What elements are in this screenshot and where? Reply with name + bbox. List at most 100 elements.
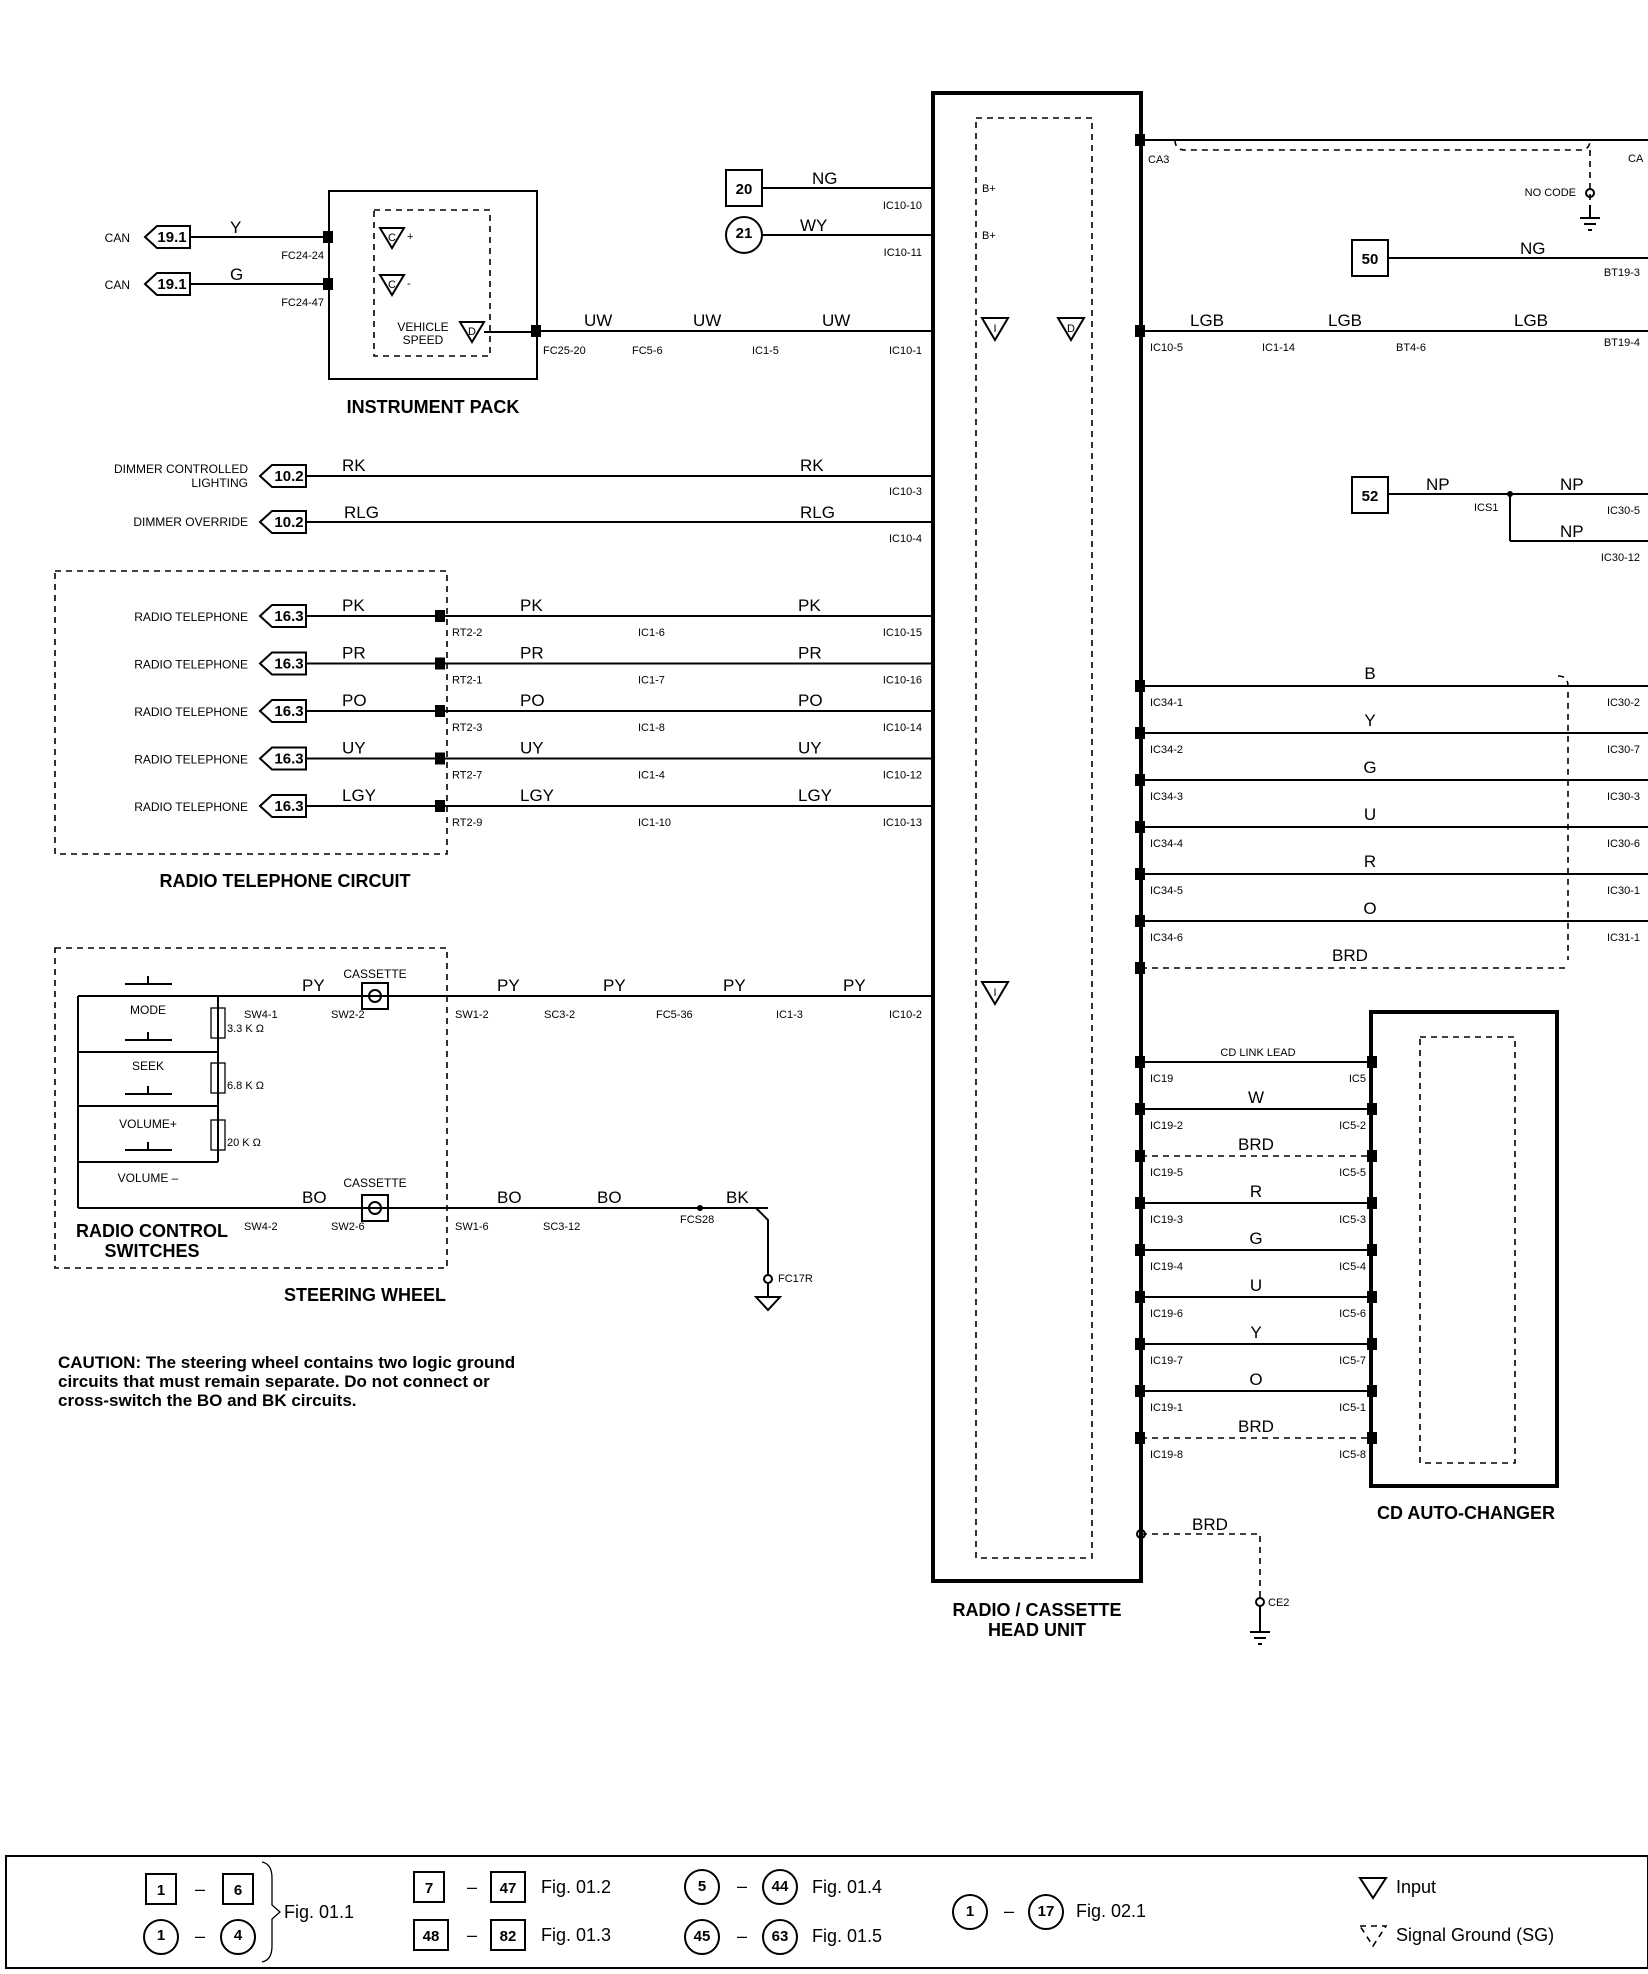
svg-text:1: 1 xyxy=(157,1882,165,1899)
pin-label: IC10-14 xyxy=(883,722,922,734)
wire-color: UY xyxy=(798,739,822,758)
pin-label: IC10-15 xyxy=(883,627,922,639)
svg-text:B+: B+ xyxy=(982,183,996,195)
svg-text:cross-switch the BO and BK cir: cross-switch the BO and BK circuits. xyxy=(58,1391,357,1410)
wire-color: PR xyxy=(520,644,544,663)
volume-plus-switch: VOLUME+ xyxy=(119,1086,177,1131)
pin-label: IC34-1 xyxy=(1150,697,1183,709)
svg-text:PY: PY xyxy=(723,976,746,995)
svg-text:SW2-2: SW2-2 xyxy=(331,1009,365,1021)
pin-label: RT2-7 xyxy=(452,770,482,782)
pin-label: IC5-3 xyxy=(1339,1214,1366,1226)
svg-text:NG: NG xyxy=(1520,239,1546,258)
pin-label: RT2-2 xyxy=(452,627,482,639)
svg-text:CASSETTE: CASSETTE xyxy=(343,1176,406,1190)
svg-text:FC24-47: FC24-47 xyxy=(281,297,324,309)
pin-label: IC5 xyxy=(1349,1073,1366,1085)
wire-color: R xyxy=(1250,1182,1262,1201)
svg-text:PY: PY xyxy=(302,976,325,995)
svg-text:G: G xyxy=(230,265,243,284)
pin-label: IC1-6 xyxy=(638,627,665,639)
wire-color: BRD xyxy=(1238,1135,1274,1154)
svg-text:FC25-20: FC25-20 xyxy=(543,345,586,357)
svg-text:10.2: 10.2 xyxy=(274,514,303,531)
wire-color: LGY xyxy=(520,786,554,805)
connector-pin xyxy=(1135,1338,1145,1350)
input-triangle-icon xyxy=(980,981,1010,1006)
svg-text:44: 44 xyxy=(772,1878,789,1895)
pin-label: RT2-9 xyxy=(452,817,482,829)
svg-text:BT4-6: BT4-6 xyxy=(1396,342,1426,354)
svg-text:BT19-3: BT19-3 xyxy=(1604,267,1640,279)
svg-text:6: 6 xyxy=(234,1882,242,1899)
signal-ground-icon xyxy=(1358,1925,1388,1948)
svg-text:RK: RK xyxy=(800,456,824,475)
connector-pin xyxy=(1135,1291,1145,1303)
svg-text:IC30-12: IC30-12 xyxy=(1601,552,1640,564)
svg-text:5: 5 xyxy=(698,1878,706,1895)
svg-text:CAN: CAN xyxy=(105,231,130,245)
svg-text:SC3-12: SC3-12 xyxy=(543,1221,580,1233)
connector-pin xyxy=(1135,727,1145,739)
pin-label: IC5-1 xyxy=(1339,1402,1366,1414)
svg-text:82: 82 xyxy=(500,1928,517,1945)
ref-flag-label: 16.3 xyxy=(274,798,303,815)
svg-text:17: 17 xyxy=(1038,1903,1055,1920)
svg-text:RK: RK xyxy=(342,456,366,475)
wire-color: UY xyxy=(520,739,544,758)
svg-text:VOLUME –: VOLUME – xyxy=(118,1171,179,1185)
svg-text:PY: PY xyxy=(497,976,520,995)
connector-pin xyxy=(1367,1150,1377,1162)
svg-text:circuits that must remain sepa: circuits that must remain separate. Do n… xyxy=(58,1372,490,1391)
svg-text:Fig. 01.4: Fig. 01.4 xyxy=(812,1877,882,1897)
pin-label: IC30-3 xyxy=(1607,791,1640,803)
wire-color: LGY xyxy=(798,786,832,805)
wire-color: G xyxy=(1249,1229,1262,1248)
svg-text:Input: Input xyxy=(1396,1877,1436,1897)
svg-text:RADIO CONTROL: RADIO CONTROL xyxy=(76,1221,228,1241)
radio-telephone-label: RADIO TELEPHONE xyxy=(134,800,248,814)
svg-text:SPEED: SPEED xyxy=(403,333,444,347)
svg-text:Signal Ground (SG): Signal Ground (SG) xyxy=(1396,1925,1554,1945)
mode-switch: MODE xyxy=(125,976,172,1017)
pin-label: IC19-8 xyxy=(1150,1449,1183,1461)
connector-pin xyxy=(435,610,445,622)
volume-minus-switch: VOLUME – xyxy=(118,1142,179,1185)
svg-text:–: – xyxy=(195,1926,205,1946)
wire-color: PR xyxy=(798,644,822,663)
pin-label: IC19-5 xyxy=(1150,1167,1183,1179)
svg-text:C: C xyxy=(388,279,396,291)
wire-color: R xyxy=(1364,852,1376,871)
svg-text:IC30-5: IC30-5 xyxy=(1607,505,1640,517)
svg-text:Fig. 01.5: Fig. 01.5 xyxy=(812,1926,882,1946)
svg-text:FC5-6: FC5-6 xyxy=(632,345,663,357)
connector-pin xyxy=(1135,1103,1145,1115)
pin-label: IC34-4 xyxy=(1150,838,1183,850)
connector-pin xyxy=(1135,1150,1145,1162)
cd-auto-changer: CD AUTO-CHANGER xyxy=(1369,1010,1559,1523)
svg-text:-: - xyxy=(407,278,411,290)
instrument-pack-title: INSTRUMENT PACK xyxy=(347,397,520,417)
svg-text:UW: UW xyxy=(584,311,612,330)
ref-flag-label: 16.3 xyxy=(274,656,303,673)
pin-label: IC10-13 xyxy=(883,817,922,829)
svg-text:PY: PY xyxy=(603,976,626,995)
connector-pin xyxy=(435,800,445,812)
svg-text:SW2-6: SW2-6 xyxy=(331,1221,365,1233)
svg-text:FCS28: FCS28 xyxy=(680,1214,714,1226)
svg-text:IC1-3: IC1-3 xyxy=(776,1009,803,1021)
pin-label: RT2-3 xyxy=(452,722,482,734)
svg-text:IC10-2: IC10-2 xyxy=(889,1009,922,1021)
svg-text:19.1: 19.1 xyxy=(157,276,186,293)
connector-pin xyxy=(1367,1338,1377,1350)
pin-label: IC10-16 xyxy=(883,675,922,687)
svg-text:19.1: 19.1 xyxy=(157,229,186,246)
ref-flag-label: 16.3 xyxy=(274,608,303,625)
wire-color: LGY xyxy=(342,786,376,805)
svg-text:FC24-24: FC24-24 xyxy=(281,250,324,262)
svg-text:SW4-1: SW4-1 xyxy=(244,1009,278,1021)
power-feeds: 20 NG IC10-10 B+ 21 WY IC10-11 B+ xyxy=(725,169,996,259)
pin-label: IC19-3 xyxy=(1150,1214,1183,1226)
connector-pin xyxy=(1367,1103,1377,1115)
